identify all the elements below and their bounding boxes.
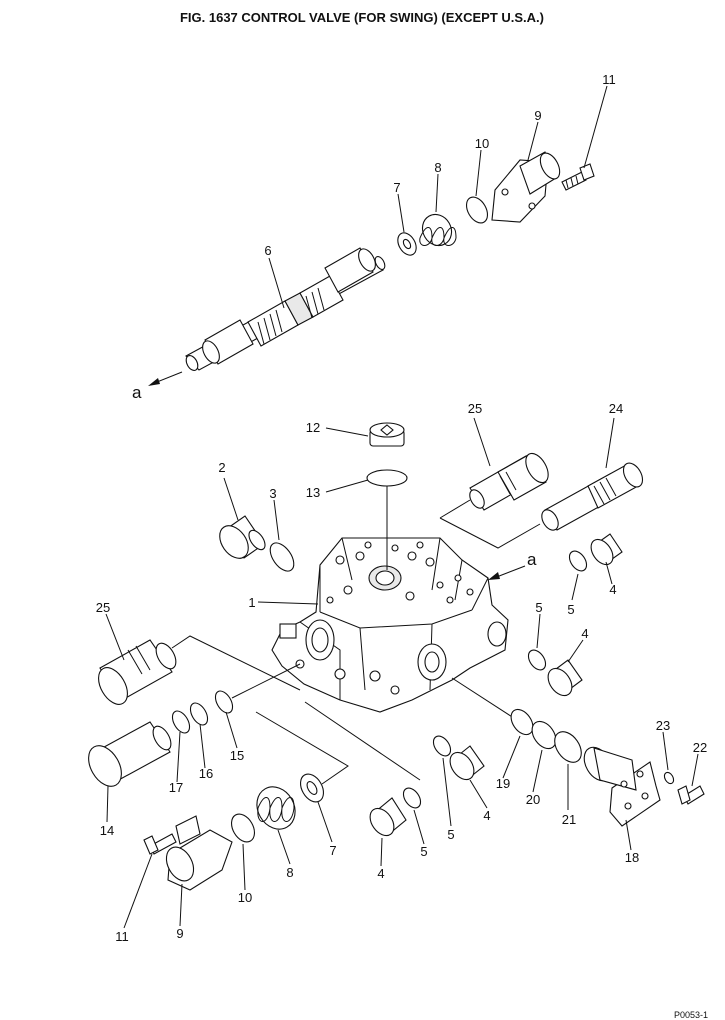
callout-8-bottom: 8 — [286, 865, 293, 880]
o-ring-part-3 — [269, 542, 295, 572]
o-ring-part-17 — [171, 710, 191, 734]
callout-5-upper: 5 — [567, 602, 574, 617]
callout-24: 24 — [609, 401, 623, 416]
plug-part-12 — [369, 422, 405, 447]
spring-part-8 — [419, 213, 457, 247]
callout-17: 17 — [169, 780, 183, 795]
callout-1: 1 — [248, 595, 255, 610]
bolt-part-11-bottom — [143, 833, 177, 855]
o-ring-part-21 — [554, 731, 582, 763]
callout-8-top: 8 — [434, 160, 441, 175]
callout-12: 12 — [306, 420, 320, 435]
o-ring-part-5-right — [527, 649, 547, 671]
plug-part-4-lower-center — [369, 797, 407, 837]
o-ring-part-5-upper — [568, 550, 588, 572]
relief-valve-part-25-top — [469, 452, 549, 511]
figure-title: FIG. 1637 CONTROL VALVE (FOR SWING) (EXC… — [180, 10, 544, 25]
o-ring-part-10-top — [465, 196, 489, 224]
callout-22: 22 — [693, 740, 707, 755]
callout-11-bottom: 11 — [115, 929, 129, 944]
callout-4-right: 4 — [581, 626, 588, 641]
cap-part-9-bottom — [165, 815, 233, 891]
section-marker-left: a — [132, 383, 142, 402]
callout-18: 18 — [625, 850, 639, 865]
spring-part-8-bottom — [256, 786, 296, 830]
o-ring-part-5-lower — [432, 735, 452, 757]
section-arrow-right: a — [488, 550, 537, 580]
callout-15: 15 — [230, 748, 244, 763]
callout-labels: 11 9 10 8 7 6 12 25 24 13 2 3 1 5 4 25 5… — [96, 72, 707, 944]
callout-9-bottom: 9 — [176, 926, 183, 941]
callout-3: 3 — [269, 486, 276, 501]
plug-part-2 — [219, 515, 266, 559]
callout-7-top: 7 — [393, 180, 400, 195]
callout-4-lower-center: 4 — [377, 866, 384, 881]
o-ring-part-15 — [214, 690, 234, 714]
leader-15-body — [231, 663, 301, 699]
callout-23: 23 — [656, 718, 670, 733]
section-marker-right: a — [527, 550, 537, 569]
callout-leaders — [105, 85, 699, 929]
callout-10-bottom: 10 — [238, 890, 252, 905]
callout-5-right: 5 — [535, 600, 542, 615]
washer-part-23 — [663, 771, 675, 785]
ring-part-20 — [531, 720, 557, 750]
plug-part-4-right — [547, 659, 583, 697]
callout-4-upper: 4 — [609, 582, 616, 597]
callout-7-bottom: 7 — [329, 843, 336, 858]
callout-4-lower: 4 — [483, 808, 490, 823]
seat-part-7-bottom — [299, 773, 325, 803]
bolt-part-22 — [677, 785, 705, 805]
callout-5-lower: 5 — [447, 827, 454, 842]
seat-part-7 — [397, 232, 417, 256]
callout-5-lower-center: 5 — [420, 844, 427, 859]
o-ring-part-19 — [510, 708, 534, 736]
relief-valve-part-24 — [541, 462, 644, 531]
leader-bracket-25-24 — [439, 499, 541, 549]
relief-valve-part-14 — [88, 721, 172, 787]
spool-part-6 — [185, 247, 386, 371]
callout-11-top: 11 — [602, 72, 616, 87]
relief-valve-part-25-left — [98, 639, 177, 705]
ring-part-16 — [189, 702, 209, 726]
cover-part-18 — [583, 746, 661, 827]
callout-10-top: 10 — [475, 136, 489, 151]
o-ring-part-5-lower-center — [402, 787, 422, 809]
callout-14: 14 — [100, 823, 114, 838]
plug-part-4-upper — [590, 533, 623, 566]
plug-part-4-lower — [449, 745, 485, 781]
leader-bracket-lower — [255, 701, 421, 785]
callout-20: 20 — [526, 792, 540, 807]
bolt-part-11-top — [561, 163, 595, 191]
callout-9-top: 9 — [534, 108, 541, 123]
callout-19: 19 — [496, 776, 510, 791]
leader-bracket-25-left — [171, 635, 301, 691]
o-ring-part-10-bottom — [230, 813, 256, 843]
valve-body-part-1 — [271, 537, 509, 713]
callout-6: 6 — [264, 243, 271, 258]
spool-assembly: a — [132, 151, 595, 402]
cap-part-9-top — [491, 151, 561, 223]
callout-25-top: 25 — [468, 401, 482, 416]
corner-reference-mark: P0053-1 — [674, 1010, 708, 1020]
o-ring-part-13 — [366, 469, 408, 487]
callout-2: 2 — [218, 460, 225, 475]
callout-25-left: 25 — [96, 600, 110, 615]
callout-21: 21 — [562, 812, 576, 827]
callout-16: 16 — [199, 766, 213, 781]
section-arrow-left: a — [132, 371, 183, 402]
leader-19-body — [451, 677, 521, 723]
callout-13: 13 — [306, 485, 320, 500]
